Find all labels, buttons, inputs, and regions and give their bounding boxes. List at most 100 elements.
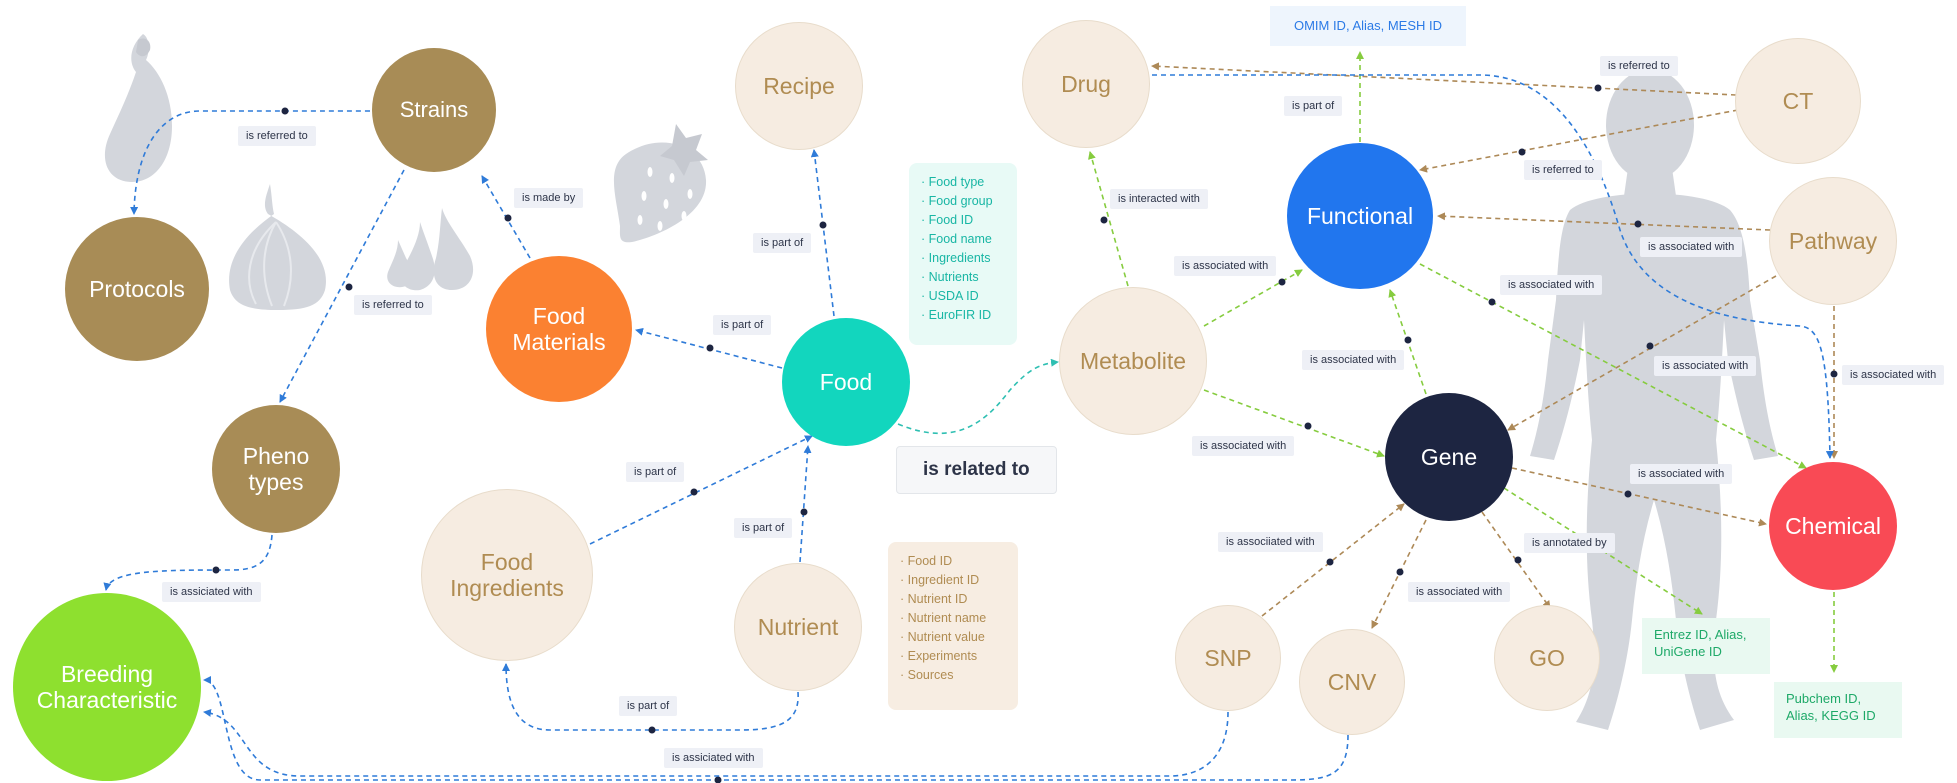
- edge-dot-food-materials: [706, 344, 714, 352]
- edge-label-food-recipe: is part of: [753, 233, 812, 253]
- garlic-cloves-icon: [387, 208, 474, 291]
- nutrient-attr-item: Nutrient name: [900, 609, 1006, 628]
- nutrient-attr-item: Experiments: [900, 647, 1006, 666]
- node-strains-label: Strains: [399, 97, 469, 123]
- pubchem-id-box: Pubchem ID, Alias, KEGG ID: [1774, 682, 1902, 738]
- eggplant-icon: [104, 34, 172, 182]
- node-gene-label: Gene: [1420, 443, 1478, 470]
- node-pathway-label: Pathway: [1788, 227, 1878, 254]
- food-attr-item: EuroFIR ID: [921, 306, 1005, 325]
- node-phenotypes: Pheno types: [212, 405, 340, 533]
- edge-strains-phenotypes: [279, 169, 405, 403]
- edge-label-gene-chemical: is associated with: [1630, 464, 1733, 484]
- node-food-materials: Food Materials: [486, 256, 632, 402]
- node-pathway: Pathway: [1769, 177, 1897, 305]
- edge-metabolite-gene: [1203, 389, 1385, 458]
- food-attr-item: Nutrients: [921, 268, 1005, 287]
- node-food-ingredients-label: Food Ingredients: [450, 548, 564, 601]
- edge-metabolite-functional: [1203, 269, 1303, 327]
- food-attributes-box: Food type Food group Food ID Food name I…: [909, 163, 1017, 345]
- edge-snp-gene: [1261, 503, 1405, 617]
- edge-dot-pathway-gene: [1646, 342, 1654, 350]
- edge-dot-ingredients-food: [690, 488, 698, 496]
- node-cnv: CNV: [1299, 629, 1405, 735]
- edge-functional-chemical: [1419, 263, 1807, 469]
- garlic-icon: [229, 184, 326, 310]
- node-strains: Strains: [372, 48, 496, 172]
- node-functional: Functional: [1287, 143, 1433, 289]
- node-food-label: Food: [819, 368, 873, 395]
- node-protocols: Protocols: [65, 217, 209, 361]
- nutrient-attr-item: Nutrient value: [900, 628, 1006, 647]
- node-cnv-label: CNV: [1327, 668, 1377, 695]
- node-drug: Drug: [1022, 20, 1150, 148]
- node-food: Food: [782, 318, 910, 446]
- food-attr-item: Food group: [921, 192, 1005, 211]
- nutrient-attributes-box: Food ID Ingredient ID Nutrient ID Nutrie…: [888, 542, 1018, 710]
- edge-dot-snp-gene: [1326, 558, 1334, 566]
- edge-food-metabolite: [897, 358, 1059, 435]
- node-go: GO: [1494, 605, 1600, 711]
- edge-dot-gene-functional: [1404, 336, 1412, 344]
- edge-label-ingredients-food: is part of: [626, 462, 685, 482]
- node-metabolite: Metabolite: [1059, 287, 1207, 435]
- nutrient-attr-item: Ingredient ID: [900, 571, 1006, 590]
- node-recipe: Recipe: [735, 22, 863, 150]
- node-phenotypes-label: Pheno types: [242, 442, 310, 495]
- edge-dot-gene-chemical: [1624, 490, 1632, 498]
- edge-dot-pathway-functional: [1634, 220, 1642, 228]
- edge-pathway-functional: [1437, 212, 1771, 231]
- node-food-materials-label: Food Materials: [512, 302, 606, 355]
- edge-phenotypes-breeding: [103, 534, 273, 591]
- edge-dot-strains-phenotypes: [345, 283, 353, 291]
- edge-dot-metabolite-functional: [1278, 278, 1286, 286]
- edge-label-metabolite-functional: is associated with: [1174, 256, 1277, 276]
- edge-label-functional-chemical: is associated with: [1500, 275, 1603, 295]
- node-food-ingredients: Food Ingredients: [421, 489, 593, 661]
- edge-dot-pathway-chemical: [1830, 370, 1838, 378]
- edge-label-strains-protocols: is referred to: [238, 126, 316, 146]
- edge-label-metabolite-drug: is interacted with: [1110, 189, 1208, 209]
- edge-label-nutrient-food: is part of: [734, 518, 793, 538]
- edge-label-gene-functional: is associated with: [1302, 350, 1405, 370]
- edge-label-food-metabolite: is related to: [896, 446, 1057, 494]
- omim-id-text: OMIM ID, Alias, MESH ID: [1293, 18, 1443, 33]
- pubchem-id-text: Pubchem ID, Alias, KEGG ID: [1786, 691, 1876, 723]
- edge-dot-nutrient-ingredients: [648, 726, 656, 734]
- node-breeding-characteristic: Breeding Characteristic: [13, 593, 201, 781]
- edge-label-functional-omim: is part of: [1284, 96, 1343, 116]
- edge-bottom-breeding-2: [203, 708, 1229, 777]
- edge-pathway-gene: [1507, 275, 1777, 431]
- node-functional-label: Functional: [1306, 202, 1414, 229]
- edge-dot-nutrient-food: [800, 508, 808, 516]
- food-attr-item: USDA ID: [921, 287, 1005, 306]
- edge-dot-metabolite-gene: [1304, 422, 1312, 430]
- strawberry-icon: [613, 124, 708, 243]
- edge-dot-gene-entrez: [1514, 556, 1522, 564]
- edge-label-snp-gene: is associiated with: [1218, 532, 1323, 552]
- edge-label-metabolite-gene: is associated with: [1192, 436, 1295, 456]
- human-body-icon: [1530, 69, 1778, 730]
- edge-dot-ct-drug: [1594, 84, 1602, 92]
- edge-ct-drug: [1151, 62, 1737, 96]
- edge-label-pathway-functional: is associated with: [1640, 237, 1743, 257]
- edge-dot-phenotypes-breeding: [212, 566, 220, 574]
- node-nutrient-label: Nutrient: [757, 613, 839, 640]
- node-drug-label: Drug: [1061, 70, 1111, 97]
- edge-label-food-materials: is part of: [713, 315, 772, 335]
- food-attr-item: Ingredients: [921, 249, 1005, 268]
- edge-label-nutrient-ingredients: is part of: [619, 696, 678, 716]
- edge-label-pathway-chemical: is associated with: [1842, 365, 1945, 385]
- edge-dot-metabolite-drug: [1100, 216, 1108, 224]
- node-recipe-label: Recipe: [763, 72, 835, 99]
- edge-label-ct-functional: is referred to: [1524, 160, 1602, 180]
- node-gene: Gene: [1385, 393, 1513, 521]
- edge-label-ct-drug: is referred to: [1600, 56, 1678, 76]
- node-snp: SNP: [1175, 605, 1281, 711]
- edge-dot-bottom-breeding-1: [714, 776, 722, 783]
- edge-dot-food-recipe: [819, 221, 827, 229]
- nutrient-attr-item: Sources: [900, 666, 1006, 685]
- edge-label-gene-cnv: is associated with: [1408, 582, 1511, 602]
